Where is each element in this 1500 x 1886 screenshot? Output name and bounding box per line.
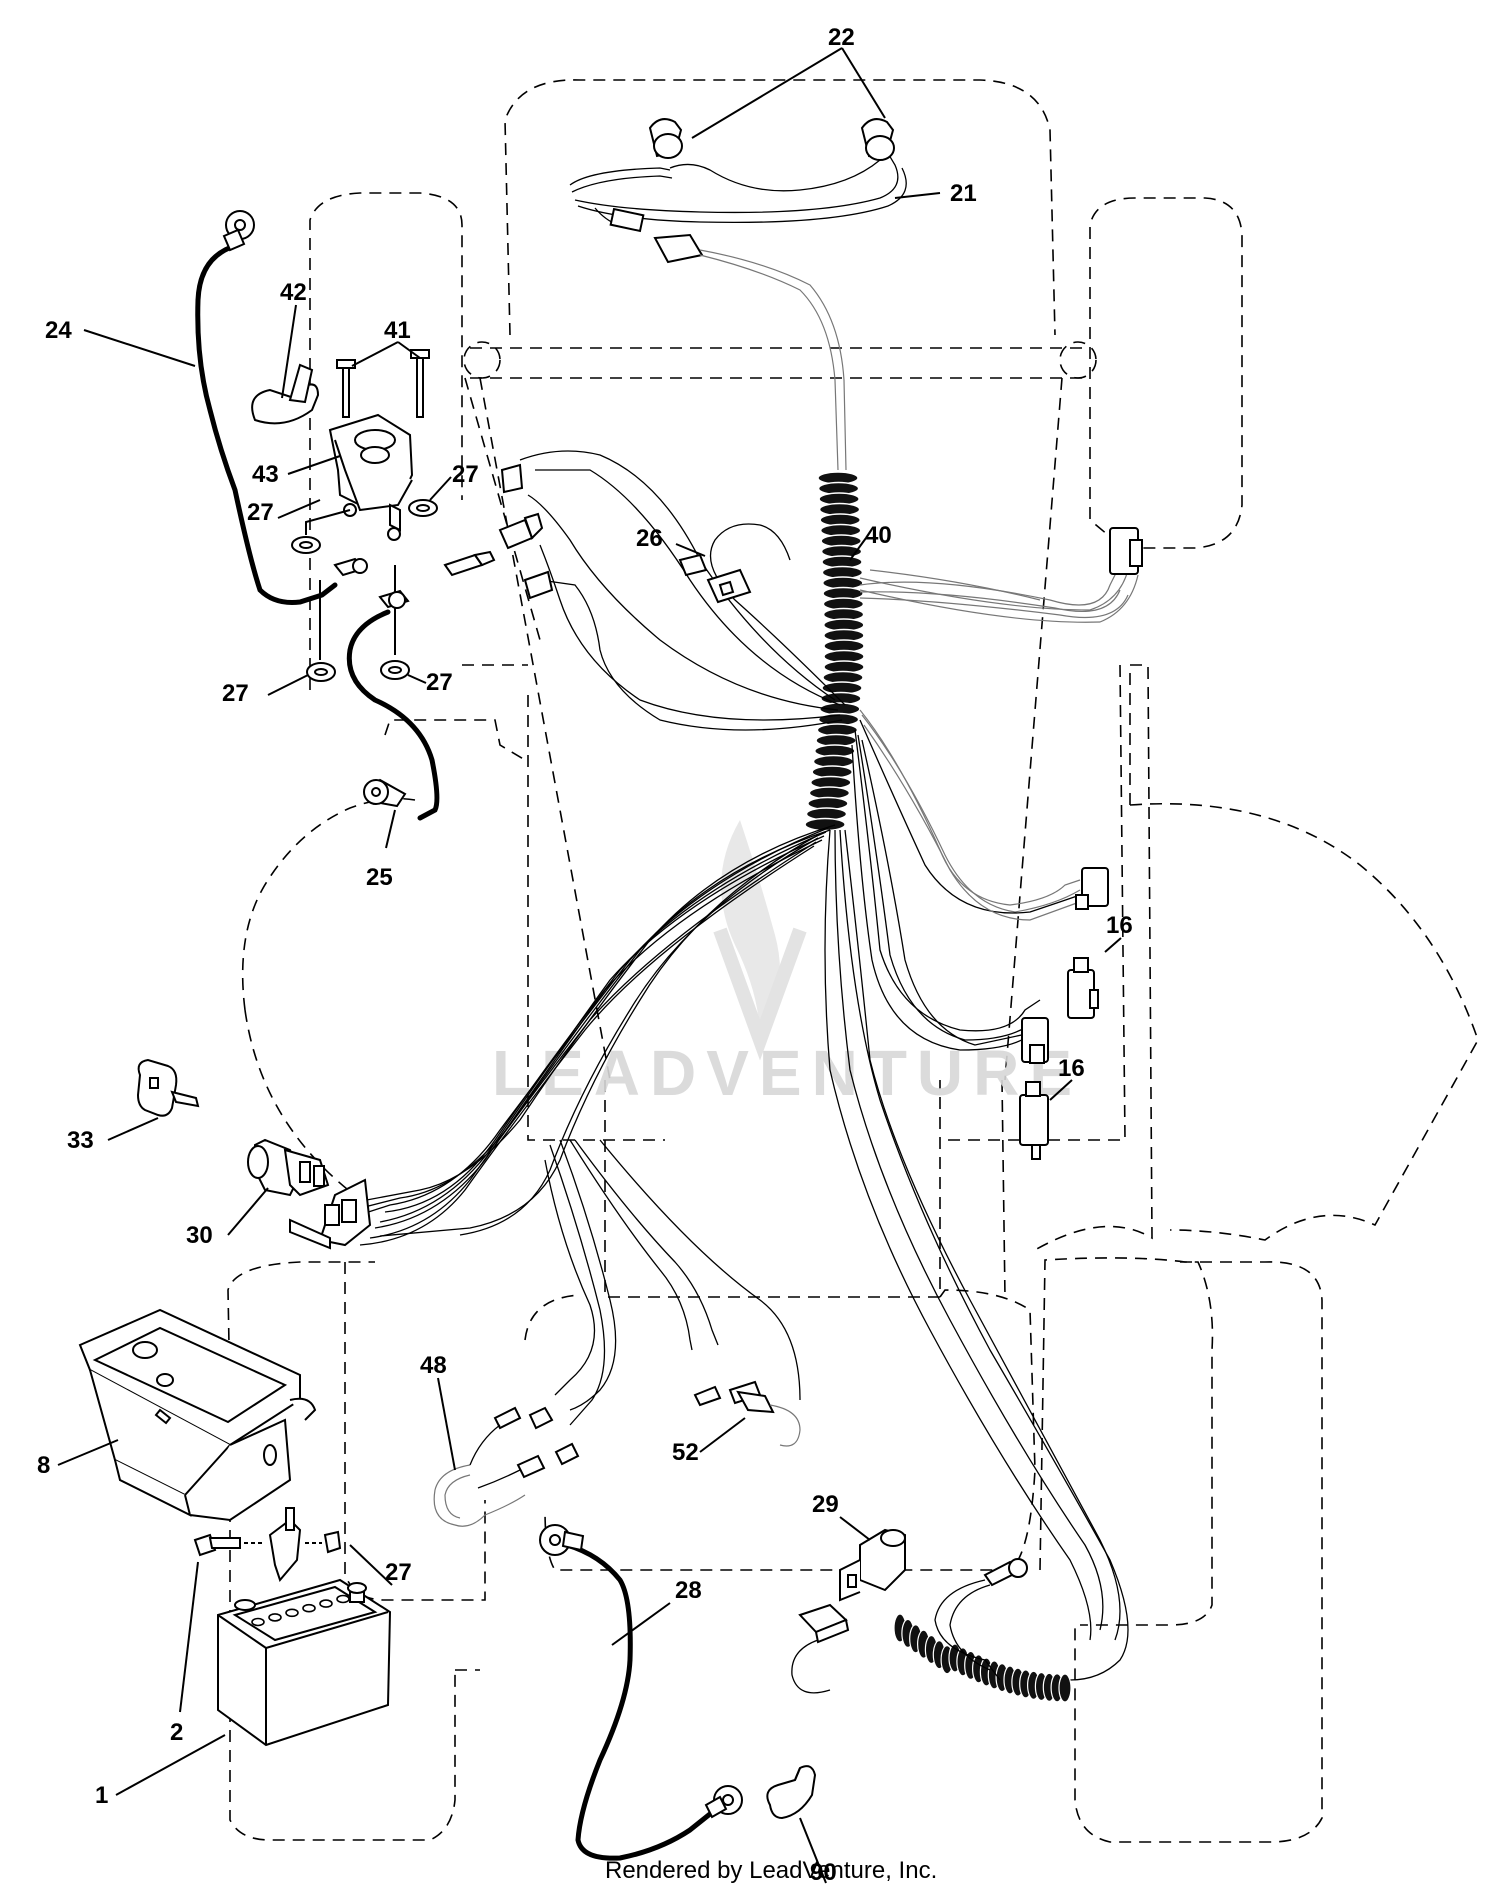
module-48	[433, 1406, 580, 1527]
connector-16-upper	[1067, 867, 1109, 1019]
harness-connectors-upper	[498, 463, 752, 604]
battery	[217, 1578, 392, 1747]
callout-48: 48	[420, 1352, 447, 1379]
ring-terminal-right	[934, 1558, 1028, 1681]
coiled-lead-29	[893, 1613, 1072, 1703]
callout-labels: 22 21 24 42 41 43 27 27 26 40 27 27 25 1…	[37, 24, 1133, 1886]
coiled-loom	[804, 471, 865, 832]
loom-coil-segment	[804, 817, 846, 832]
callout-27b: 27	[247, 499, 274, 526]
leader-lines	[57, 47, 1122, 1884]
cable-28	[539, 1524, 743, 1861]
main-trunk	[653, 233, 847, 471]
battery-cell-cap	[268, 1613, 282, 1622]
footer-credit: Rendered by LeadVenture, Inc.	[605, 1857, 937, 1884]
callout-27e: 27	[385, 1559, 412, 1586]
callout-52: 52	[672, 1439, 699, 1466]
callout-30: 30	[186, 1222, 213, 1249]
battery-box	[78, 1308, 317, 1522]
callout-28: 28	[675, 1577, 702, 1604]
callout-16b: 16	[1058, 1055, 1085, 1082]
callout-41: 41	[384, 317, 411, 344]
connector-16-lower	[1019, 1017, 1049, 1160]
ignition-switch	[247, 1138, 372, 1250]
callout-27c: 27	[222, 680, 249, 707]
battery-hardware	[193, 1507, 342, 1582]
seat-switch-connector	[859, 527, 1143, 623]
callout-29: 29	[812, 1491, 839, 1518]
callout-40: 40	[865, 522, 892, 549]
callout-26: 26	[636, 525, 663, 552]
battery-cell-cap	[285, 1608, 299, 1618]
callout-16a: 16	[1106, 912, 1133, 939]
coil-connector	[791, 1603, 850, 1694]
callout-42: 42	[280, 279, 307, 306]
cable-24	[195, 210, 338, 605]
callout-21: 21	[950, 180, 977, 207]
callout-90: 90	[810, 1859, 837, 1886]
callout-1: 1	[95, 1782, 108, 1809]
terminal-boot	[766, 1765, 817, 1820]
callout-8: 8	[37, 1452, 50, 1479]
cable-25	[346, 609, 440, 821]
callout-33: 33	[67, 1127, 94, 1154]
battery-cell-cap	[302, 1603, 316, 1613]
callout-43: 43	[252, 461, 279, 488]
callout-24: 24	[45, 317, 72, 344]
connector-52	[693, 1380, 801, 1447]
headlight-harness	[569, 118, 907, 233]
starter-solenoid-assembly	[251, 349, 496, 682]
battery-cell-cap	[251, 1617, 265, 1627]
coil-segment	[1058, 1673, 1072, 1703]
ignition-key	[136, 1058, 200, 1117]
battery-cell-cap	[319, 1599, 333, 1608]
callout-22: 22	[828, 24, 855, 51]
callout-25: 25	[366, 864, 393, 891]
callout-27a: 27	[452, 461, 479, 488]
callout-2: 2	[170, 1719, 183, 1746]
callout-27d: 27	[426, 669, 453, 696]
battery-cell-cap	[336, 1594, 350, 1604]
switch-29	[839, 1528, 906, 1602]
